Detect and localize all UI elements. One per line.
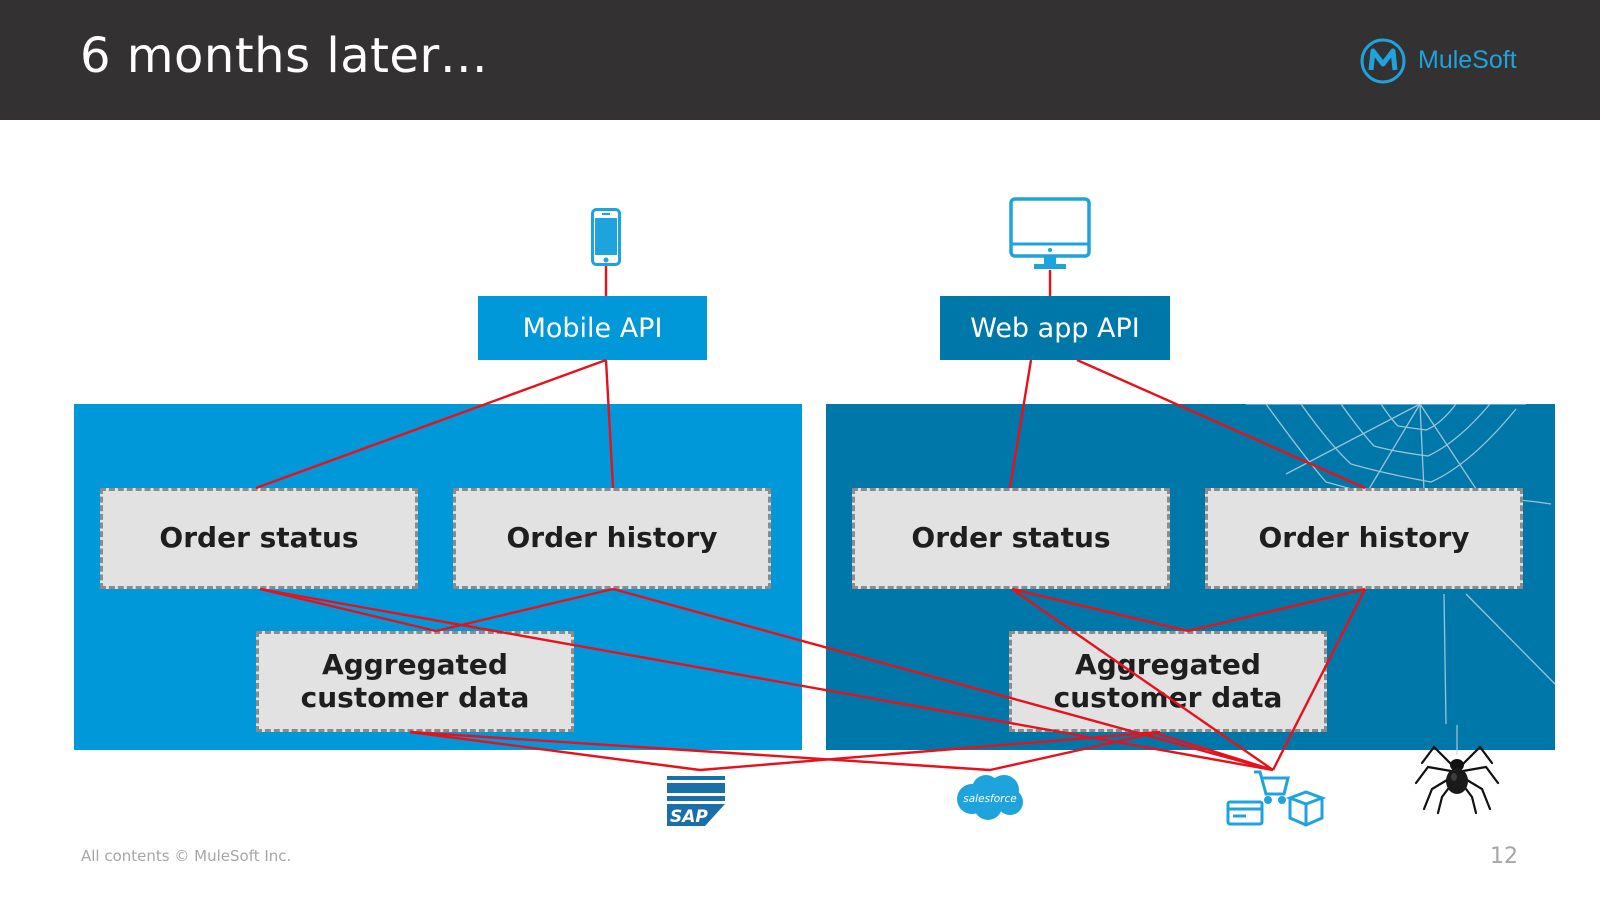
- sap-logo-text: SAP: [670, 807, 708, 827]
- copyright-footer: All contents © MuleSoft Inc.: [81, 847, 292, 865]
- spider-icon: [1414, 725, 1500, 815]
- web-app-api-box: Web app API: [940, 296, 1170, 360]
- mobile-api-label: Mobile API: [522, 312, 663, 344]
- right-aggregated-data-box: Aggregated customer data: [1009, 631, 1327, 732]
- right-aggregated-data-label: Aggregated customer data: [1053, 648, 1283, 714]
- ecommerce-icon: [1226, 770, 1327, 827]
- logo-text: MuleSoft: [1418, 46, 1517, 74]
- left-order-status-box: Order status: [100, 488, 418, 589]
- right-order-history-box: Order history: [1205, 488, 1523, 589]
- sap-logo: SAP: [667, 776, 725, 827]
- right-order-history-label: Order history: [1258, 521, 1470, 555]
- slide-header: 6 months later… MuleSoft: [0, 0, 1600, 120]
- mobile-phone-icon: [591, 208, 621, 266]
- left-order-history-label: Order history: [506, 521, 718, 555]
- right-order-status-box: Order status: [852, 488, 1170, 589]
- left-order-status-label: Order status: [159, 521, 359, 555]
- web-app-api-label: Web app API: [970, 312, 1140, 344]
- desktop-monitor-icon: [1009, 197, 1091, 269]
- salesforce-logo-text: salesforce: [963, 793, 1016, 805]
- left-order-history-box: Order history: [453, 488, 771, 589]
- mulesoft-logo: MuleSoft: [1360, 36, 1517, 86]
- slide-title: 6 months later…: [80, 28, 489, 84]
- mobile-api-box: Mobile API: [478, 296, 707, 360]
- salesforce-logo: salesforce: [957, 775, 1023, 820]
- left-aggregated-data-label: Aggregated customer data: [300, 648, 530, 714]
- mulesoft-m-icon: [1360, 38, 1406, 84]
- right-order-status-label: Order status: [911, 521, 1111, 555]
- page-number: 12: [1490, 844, 1518, 869]
- left-aggregated-data-box: Aggregated customer data: [256, 631, 574, 732]
